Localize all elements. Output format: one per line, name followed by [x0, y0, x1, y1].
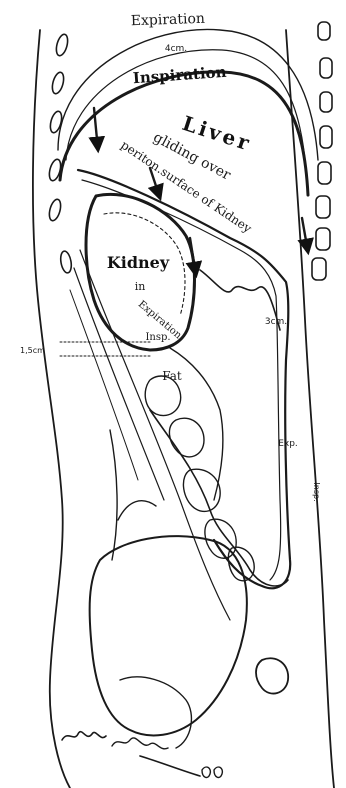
- pelvis-outline: [90, 536, 247, 735]
- front-outline: [286, 30, 334, 788]
- pubic-bone: [256, 658, 288, 693]
- sacrum-curve: [110, 430, 117, 560]
- label-fat: Fat: [162, 369, 182, 383]
- abdominal-wall-line-2: [74, 268, 164, 500]
- label-insp-side: Insp.: [312, 482, 321, 501]
- label-right-measure: 3cm.: [265, 317, 287, 327]
- label-kidney-insp: Insp.: [145, 332, 170, 343]
- label-expiration-top: Expiration: [131, 11, 206, 30]
- abdominal-wall-line-1: [80, 250, 230, 620]
- iliac-crest: [118, 501, 156, 520]
- artist-signature: [62, 732, 222, 778]
- label-kidney-in: in: [135, 280, 146, 293]
- back-outline: [33, 30, 70, 788]
- pelvis-inner: [120, 677, 191, 748]
- intestine-coils: [145, 376, 254, 581]
- label-gap-measure: 4cm.: [165, 44, 187, 54]
- vertebrae-right: [312, 22, 332, 280]
- arrow-4: [302, 218, 308, 252]
- label-inspiration-top: Inspiration: [132, 63, 227, 87]
- ribs-left: [47, 33, 73, 274]
- label-left-measure: 1,5cm: [20, 346, 45, 355]
- label-exp-side: Exp.: [278, 439, 298, 449]
- label-kidney: Kidney: [107, 253, 170, 272]
